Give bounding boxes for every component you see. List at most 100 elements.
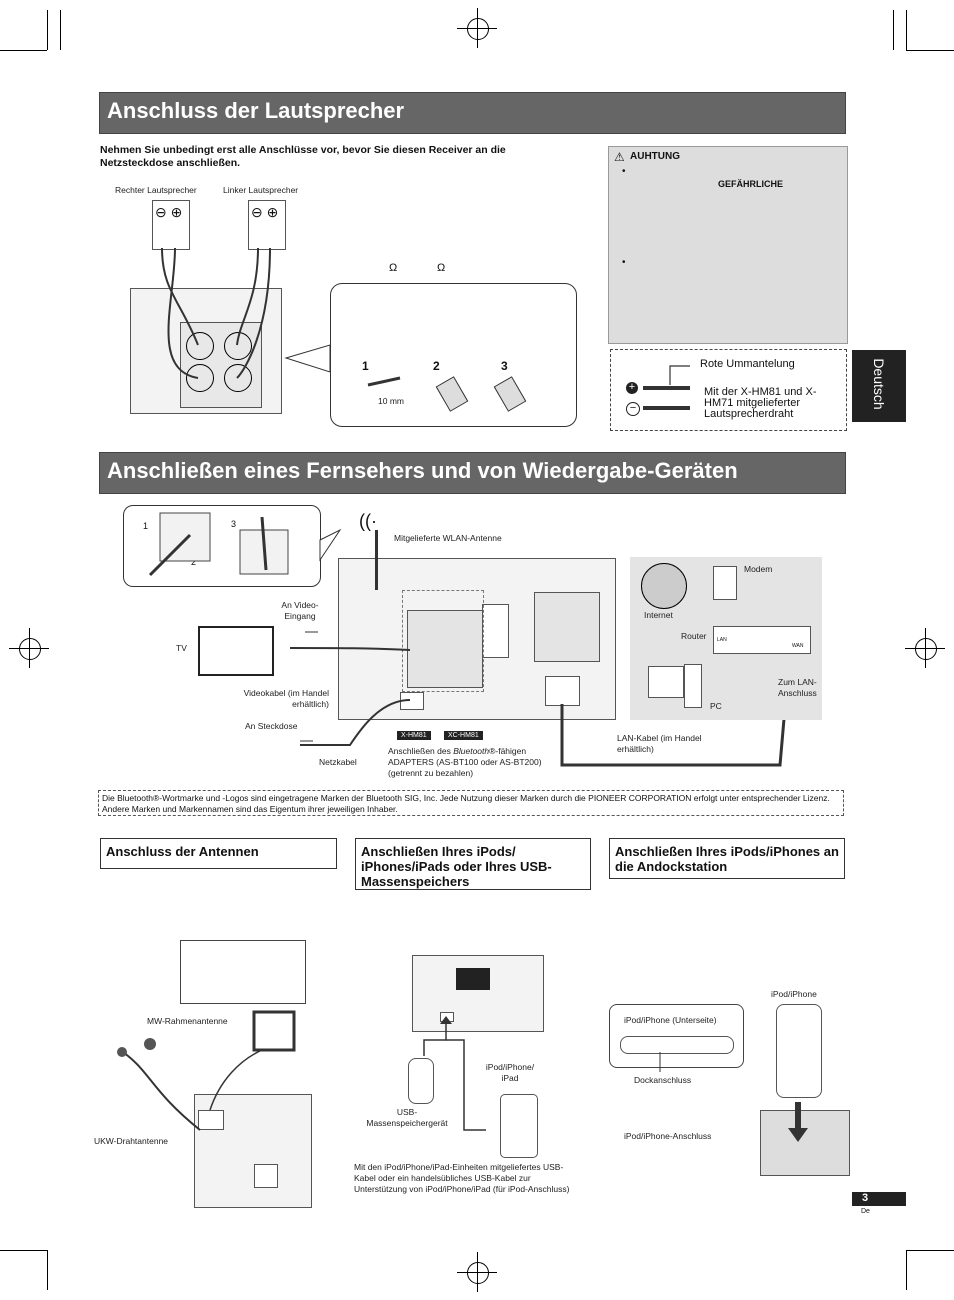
bt-adapter-post: ®-fähigen ADAPTERS (AS-BT100 oder AS-BT2… — [388, 746, 542, 778]
wire-description-box — [610, 349, 847, 431]
wan-port-label: WAN — [792, 643, 804, 649]
pc-monitor-icon — [648, 666, 684, 698]
display-panel — [456, 968, 490, 990]
crop-mark — [47, 10, 48, 50]
ipod-iphone-ipad-label: iPod/iPhone/ iPad — [485, 1062, 535, 1083]
globe-icon — [641, 563, 687, 609]
crop-mark — [906, 1250, 954, 1251]
model-variant-outline — [402, 590, 484, 692]
warning-icon: ⚠ — [614, 150, 625, 164]
registration-mark — [19, 638, 41, 660]
modem-icon — [713, 566, 737, 600]
router-icon — [713, 626, 811, 654]
bt-italic: Bluetooth — [453, 746, 490, 756]
bullet: • — [622, 166, 626, 177]
pc-tower-icon — [684, 664, 702, 708]
crop-mark — [60, 10, 61, 50]
antenna-terminal — [198, 1110, 224, 1130]
right-speaker-terminal — [152, 200, 190, 250]
model-badge: XC-HM81 — [444, 731, 483, 740]
dock-connector-label: Dockanschluss — [634, 1075, 692, 1085]
iphone-dock-icon — [776, 1004, 822, 1098]
left-speaker-label: Linker Lautsprecher — [223, 185, 299, 195]
wifi-icon: ((· — [359, 511, 377, 531]
left-speaker-terminal — [248, 200, 286, 250]
fm-wire-label: UKW-Drahtantenne — [94, 1136, 169, 1146]
step-number: 1 — [143, 521, 149, 531]
minus-icon: ⊖ ⊕ — [251, 204, 279, 220]
usb-stick-icon — [408, 1058, 434, 1104]
crop-mark — [0, 1250, 47, 1251]
terminal-knob — [224, 364, 252, 392]
pc-label: PC — [710, 701, 722, 711]
caution-heading: AUHTUNG — [630, 151, 680, 162]
dock-station — [760, 1110, 850, 1176]
ipod-usb-heading: Anschließen Ihres iPods/ iPhones/iPads o… — [355, 838, 591, 890]
trademark-notice: Die Bluetooth®-Wortmarke und -Logos sind… — [98, 790, 844, 816]
supplied-wire-label: Mit der X-HM81 und X-HM71 mitgelieferter… — [704, 386, 817, 420]
ohm-symbol: Ω — [389, 262, 398, 274]
step-number: 2 — [191, 557, 197, 567]
crop-mark — [906, 50, 954, 51]
bt-port — [482, 604, 509, 658]
section-title: Anschließen eines Fernsehers und von Wie… — [107, 458, 738, 483]
right-speaker-label: Rechter Lautsprecher — [115, 185, 197, 195]
registration-mark — [905, 648, 945, 649]
page-number: 3 — [862, 1192, 869, 1204]
usb-storage-label: USB-Massenspeichergerät — [366, 1107, 448, 1128]
tv-illustration — [198, 626, 274, 676]
underside-inset — [609, 1004, 744, 1068]
underside-label: iPod/iPhone (Unterseite) — [624, 1015, 717, 1025]
receiver-front — [412, 955, 544, 1032]
router-label: Router — [681, 631, 707, 641]
internet-label: Internet — [644, 610, 673, 620]
step-number: 1 — [362, 359, 369, 373]
crop-mark — [47, 1250, 48, 1290]
wlan-antenna — [375, 530, 378, 590]
red-sheath-label: Rote Ummantelung — [700, 358, 795, 370]
crop-mark — [0, 50, 47, 51]
registration-mark — [457, 28, 497, 29]
bt-adapter-label: Anschließen des Bluetooth®-fähigen ADAPT… — [388, 746, 548, 779]
registration-mark — [457, 1272, 497, 1273]
registration-mark — [467, 18, 489, 40]
crop-mark — [906, 1250, 907, 1290]
iphone-icon — [500, 1094, 538, 1158]
step-number: 3 — [501, 359, 508, 373]
antennas-heading: Anschluss der Antennen — [100, 838, 337, 869]
plus-icon: + — [626, 382, 638, 394]
section-banner-speakers: Anschluss der Lautsprecher — [99, 92, 846, 134]
ipod-iphone-label: iPod/iPhone — [771, 989, 817, 999]
tv-label: TV — [176, 643, 187, 653]
bt-adapter-pre: Anschließen des — [388, 746, 454, 756]
am-loop-label: MW-Rahmenantenne — [147, 1016, 228, 1026]
registration-mark — [915, 638, 937, 660]
minus-icon: ⊖ ⊕ — [155, 204, 183, 220]
crop-mark — [893, 10, 894, 50]
lan-port — [254, 1164, 278, 1188]
step-number: 2 — [433, 359, 440, 373]
intro-text: Nehmen Sie unbedingt erst alle Anschlüss… — [100, 144, 506, 169]
step-number: 3 — [231, 519, 237, 529]
language-tab — [852, 350, 906, 422]
speaker-panel — [534, 592, 600, 662]
power-cable-label: Netzkabel — [319, 757, 357, 767]
to-lan-label: Zum LAN-Anschluss — [778, 677, 817, 698]
lan-cable-label: LAN-Kabel (im Handel erhältlich) — [617, 733, 702, 754]
caution-box — [608, 146, 848, 344]
usb-cable-note: Mit den iPod/iPhone/iPad-Einheiten mitge… — [354, 1162, 570, 1194]
page-lang: De — [861, 1208, 870, 1215]
dock-heading: Anschließen Ihres iPods/iPhones an die A… — [609, 838, 845, 879]
wlan-antenna-label: Mitgelieferte WLAN-Antenne — [394, 533, 502, 543]
ohm-symbol: Ω — [437, 262, 446, 274]
section-banner-tv: Anschließen eines Fernsehers und von Wie… — [99, 452, 846, 494]
terminal-knob — [186, 332, 214, 360]
strip-length-label: 10 mm — [378, 396, 404, 406]
